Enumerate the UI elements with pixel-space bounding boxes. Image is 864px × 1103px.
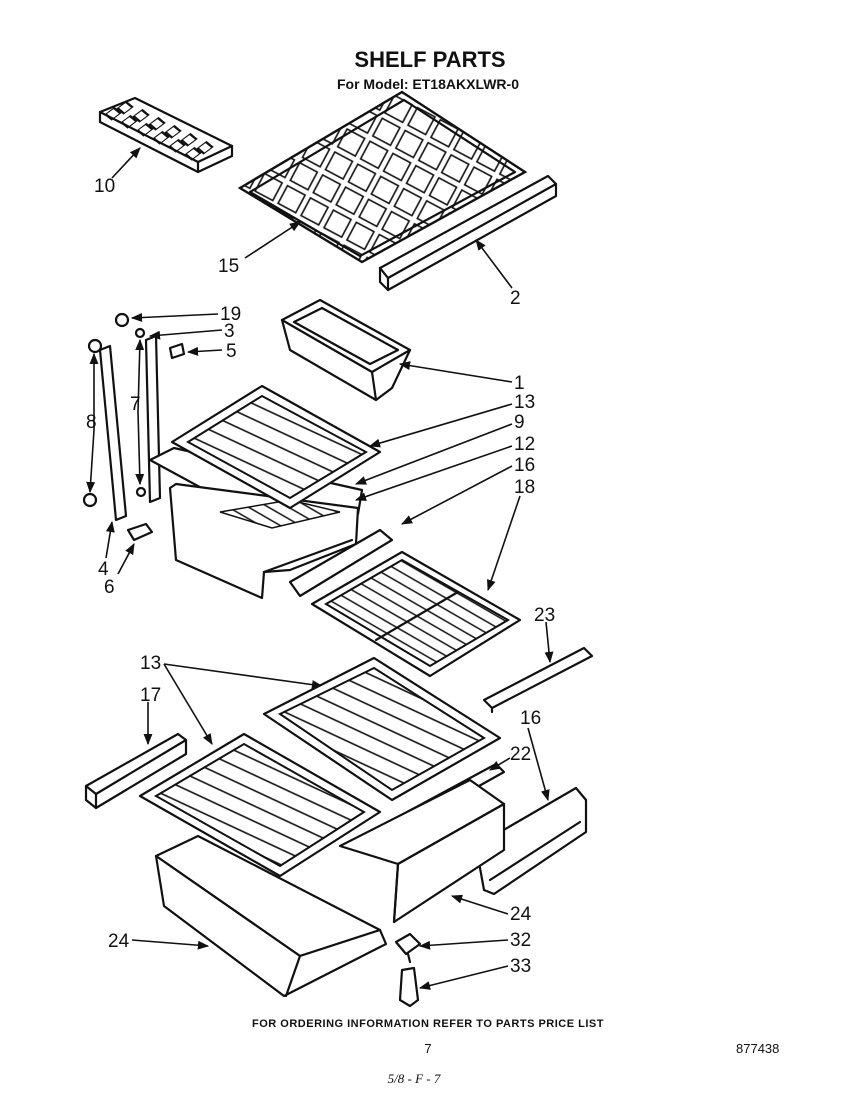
upper-shelf-assembly — [148, 384, 522, 678]
lower-shelves-part-13 — [138, 656, 502, 878]
crisper-drawers-part-24 — [154, 778, 506, 998]
label-2: 2 — [510, 288, 521, 309]
label-24-right: 24 — [510, 904, 532, 925]
label-6: 6 — [104, 577, 115, 598]
label-13-upper: 13 — [514, 392, 535, 413]
freezer-shelf-rail-part-2 — [378, 174, 558, 292]
ice-tray-part-10 — [98, 96, 234, 174]
label-32: 32 — [510, 930, 531, 951]
label-16-upper: 16 — [514, 455, 535, 476]
label-9: 9 — [514, 412, 525, 433]
shelf-rail-part-23 — [482, 646, 594, 714]
storage-bin-part-1 — [280, 298, 412, 402]
label-33: 33 — [510, 956, 531, 977]
label-1: 1 — [514, 373, 525, 394]
fasteners-parts-19-3-5 — [114, 312, 186, 360]
label-8: 8 — [86, 412, 97, 433]
freezer-wire-shelf-part-15 — [237, 90, 528, 264]
label-16-lower: 16 — [520, 708, 541, 729]
label-15: 15 — [218, 256, 239, 277]
label-4: 4 — [98, 559, 109, 580]
label-22: 22 — [510, 744, 531, 765]
label-12: 12 — [514, 434, 535, 455]
shelf-ladders-parts-4-7-8 — [82, 334, 162, 542]
ordering-note: FOR ORDERING INFORMATION REFER TO PARTS … — [252, 1018, 604, 1030]
label-17: 17 — [140, 685, 161, 706]
label-10: 10 — [94, 176, 115, 197]
lower-shelf-rail-part-17 — [84, 732, 188, 810]
crisper-cover-part-16 — [474, 786, 588, 896]
handwritten-note: 5/8 - F - 7 — [388, 1071, 441, 1086]
label-3: 3 — [224, 321, 235, 342]
page-title: SHELF PARTS — [354, 47, 505, 72]
label-23: 23 — [534, 605, 555, 626]
diagram-number: 877438 — [736, 1041, 779, 1056]
label-5: 5 — [226, 341, 237, 362]
model-line: For Model: ET18AKXLWR-0 — [337, 76, 519, 92]
label-19: 19 — [220, 304, 241, 325]
page-number: 7 — [424, 1041, 431, 1056]
hardware-parts-32-33 — [394, 932, 422, 1008]
label-18: 18 — [514, 477, 535, 498]
label-7: 7 — [130, 394, 141, 415]
label-13-lower: 13 — [140, 653, 161, 674]
label-24-left: 24 — [108, 931, 130, 952]
